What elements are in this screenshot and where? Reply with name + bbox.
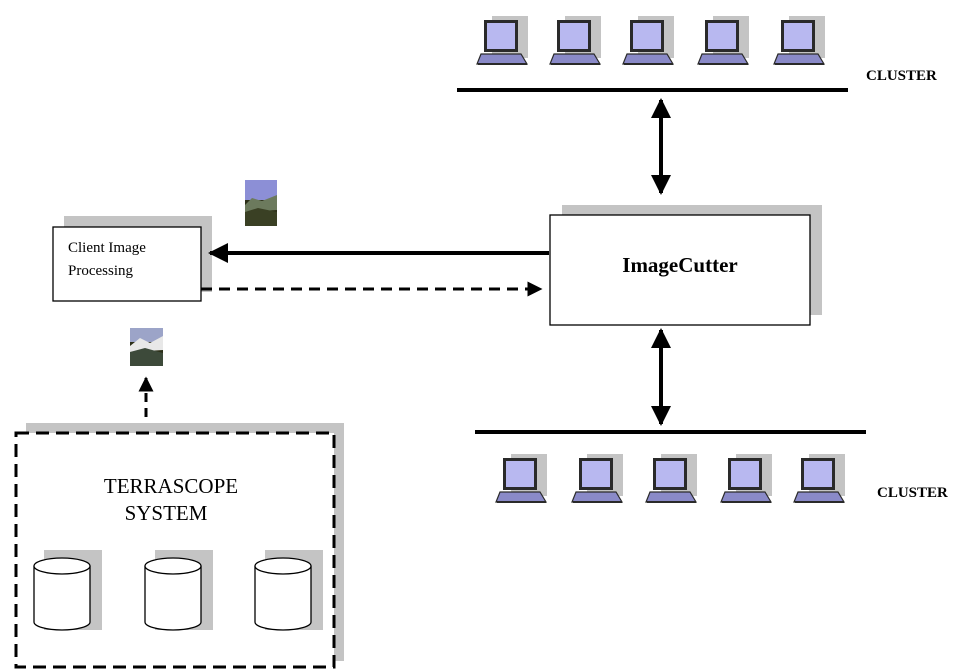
laptop-icon — [495, 453, 548, 503]
laptop-icon — [697, 15, 750, 65]
top-cluster: CLUSTER — [457, 15, 937, 92]
client-label-line2: Processing — [68, 263, 133, 279]
laptop-icon — [549, 15, 602, 65]
laptop-icon — [645, 453, 698, 503]
database-cylinder-icon — [254, 549, 324, 631]
laptop-icon — [793, 453, 846, 503]
database-cylinder-icon — [33, 549, 103, 631]
image-cutter-node: ImageCutter — [549, 205, 822, 326]
terrain-thumbnail-icon — [245, 180, 277, 226]
client-box — [52, 226, 202, 302]
laptop-icon — [773, 15, 826, 65]
client-label-line1: Client Image — [68, 240, 146, 256]
bottom-cluster-label: CLUSTER — [877, 485, 948, 501]
terrascope-label-line2: SYSTEM — [125, 501, 208, 525]
bottom-cluster: CLUSTER — [475, 430, 948, 503]
image-cutter-label: ImageCutter — [622, 253, 737, 277]
terrascope-label-line1: TERRASCOPE — [104, 474, 238, 498]
database-cylinder-icon — [144, 549, 214, 631]
laptop-icon — [476, 15, 529, 65]
image-cutter-box — [549, 214, 811, 326]
client-image-processing-node: Client Image Processing — [52, 216, 212, 302]
laptop-icon — [622, 15, 675, 65]
top-cluster-label: CLUSTER — [866, 68, 937, 84]
laptop-icon — [720, 453, 773, 503]
laptop-icon — [571, 453, 624, 503]
terrain-thumbnail-icon — [130, 328, 163, 366]
terrascope-system-node: TERRASCOPE SYSTEM — [14, 423, 344, 669]
